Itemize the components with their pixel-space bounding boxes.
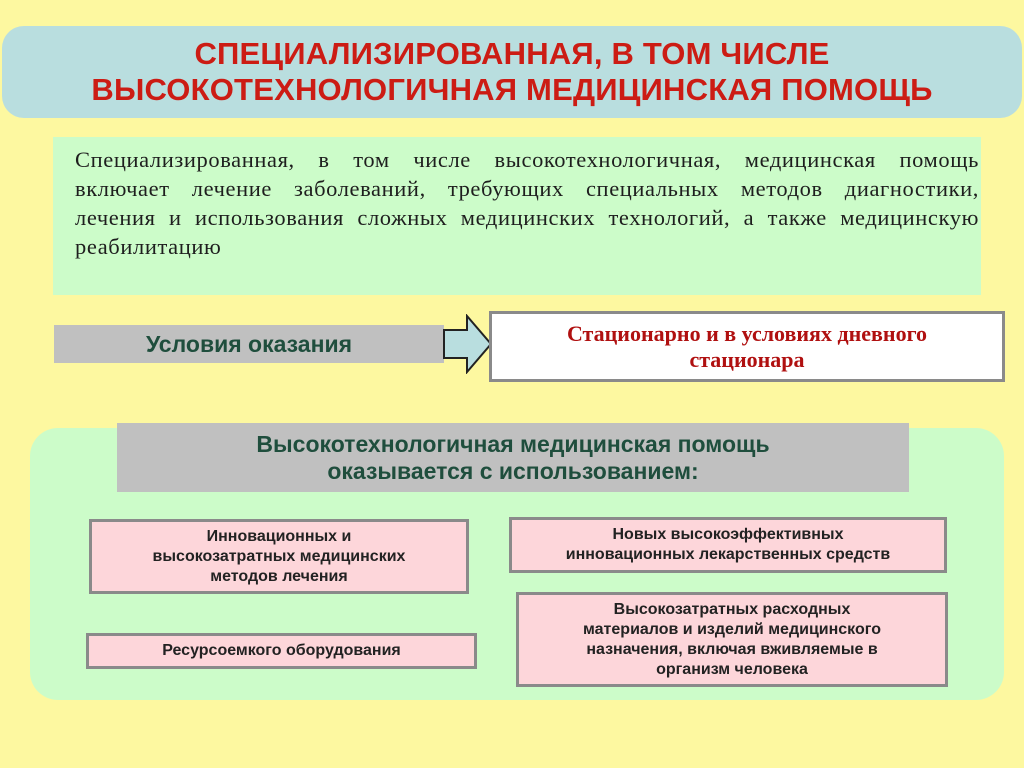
page-title: СПЕЦИАЛИЗИРОВАННАЯ, В ТОМ ЧИСЛЕ ВЫСОКОТЕ… <box>91 36 932 108</box>
method-line: Высокозатратных расходных <box>613 600 851 618</box>
title-banner: СПЕЦИАЛИЗИРОВАННАЯ, В ТОМ ЧИСЛЕ ВЫСОКОТЕ… <box>2 26 1022 118</box>
method-text: Высокозатратных расходных материалов и и… <box>583 600 881 680</box>
method-line: Ресурсоемкого оборудования <box>162 642 401 659</box>
high-tech-header: Высокотехнологичная медицинская помощь о… <box>117 423 909 492</box>
definition-box: Специализированная, в том числе высокоте… <box>53 137 981 295</box>
method-line: инновационных лекарственных средств <box>565 546 891 563</box>
definition-text: Специализированная, в том числе высокоте… <box>75 147 979 259</box>
method-line: назначения, включая вживляемые в <box>586 640 878 658</box>
method-line: высокозатратных медицинских <box>152 547 406 565</box>
method-line: материалов и изделий медицинского <box>583 620 881 638</box>
method-text: Инновационных и высокозатратных медицинс… <box>153 527 406 587</box>
method-resource-equipment: Ресурсоемкого оборудования <box>86 633 477 669</box>
method-line: Новых высокоэффективных <box>612 526 844 543</box>
conditions-value: Стационарно и в условиях дневного стацио… <box>567 321 927 373</box>
method-text: Ресурсоемкого оборудования <box>162 641 401 661</box>
high-tech-header-text: Высокотехнологичная медицинская помощь о… <box>256 431 769 485</box>
conditions-value-line-2: стационара <box>689 346 805 372</box>
method-new-drugs: Новых высокоэффективных инновационных ле… <box>509 517 947 573</box>
high-tech-header-line-1: Высокотехнологичная медицинская помощь <box>256 430 770 457</box>
title-line-2: ВЫСОКОТЕХНОЛОГИЧНАЯ МЕДИЦИНСКАЯ ПОМОЩЬ <box>91 72 933 107</box>
conditions-value-line-1: Стационарно и в условиях дневного <box>566 320 928 346</box>
method-line: организм человека <box>656 660 808 678</box>
method-costly-materials: Высокозатратных расходных материалов и и… <box>516 592 948 687</box>
method-line: Инновационных и <box>206 527 352 545</box>
title-line-1: СПЕЦИАЛИЗИРОВАННАЯ, В ТОМ ЧИСЛЕ <box>194 36 830 71</box>
method-innovative-methods: Инновационных и высокозатратных медицинс… <box>89 519 469 594</box>
method-text: Новых высокоэффективных инновационных ле… <box>566 525 890 565</box>
right-arrow-icon <box>443 314 493 374</box>
conditions-label-box: Условия оказания <box>54 325 444 363</box>
conditions-label: Условия оказания <box>145 330 353 357</box>
high-tech-header-line-2: оказывается с использованием: <box>327 457 699 484</box>
method-line: методов лечения <box>210 567 348 585</box>
conditions-value-box: Стационарно и в условиях дневного стацио… <box>489 311 1005 382</box>
